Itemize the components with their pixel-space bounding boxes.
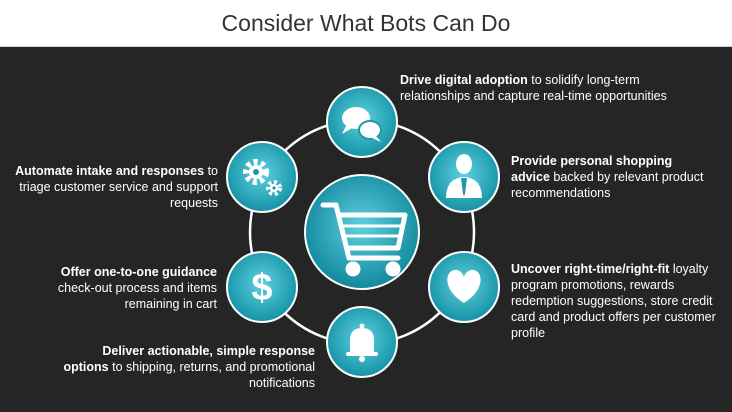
note-text: loyalty program promotions, rewards rede… xyxy=(511,262,716,340)
note-one-to-one: Offer one-to-one guidance check-out proc… xyxy=(30,264,217,312)
bell-icon xyxy=(346,323,378,362)
note-deliver-actionable: Deliver actionable, simple response opti… xyxy=(60,343,315,391)
page-title: Consider What Bots Can Do xyxy=(221,9,511,36)
node-bell xyxy=(326,306,398,378)
note-right-time: Uncover right-time/right-fit loyalty pro… xyxy=(511,261,723,341)
note-text: to shipping, returns, and promotional no… xyxy=(108,360,315,390)
node-chat xyxy=(326,86,398,158)
node-person xyxy=(428,141,500,213)
node-gears xyxy=(226,141,298,213)
note-bold: Uncover right-time/right-fit xyxy=(511,262,670,276)
heart-icon xyxy=(447,269,481,303)
note-text: to solidify long-term relationships and … xyxy=(400,73,667,103)
note-text: check-out process and items remaining in… xyxy=(57,281,217,311)
note-bold: Offer one-to-one guidance xyxy=(60,265,217,279)
note-bold: Provide personal shopping advice xyxy=(511,154,673,184)
title-bar: Consider What Bots Can Do xyxy=(0,0,732,47)
note-text: backed by relevant product recommendatio… xyxy=(511,170,704,200)
dollar-icon: $ xyxy=(251,267,272,309)
note-personal-shopping: Provide personal shopping advice backed … xyxy=(511,153,711,201)
center-node xyxy=(304,174,420,290)
chat-bubbles-icon xyxy=(342,107,382,142)
node-dollar: $ xyxy=(226,251,298,323)
gears-icon xyxy=(243,159,282,196)
note-drive-digital-adoption: Drive digital adoption to solidify long-… xyxy=(400,72,710,104)
person-advisor-icon xyxy=(446,154,482,198)
note-bold: Deliver actionable, simple response opti… xyxy=(63,344,315,374)
note-automate-intake: Automate intake and responses to triage … xyxy=(6,163,218,211)
node-heart xyxy=(428,251,500,323)
note-bold: Drive digital adoption xyxy=(400,73,528,87)
note-text: to triage customer service and support r… xyxy=(19,164,218,210)
shopping-cart-icon xyxy=(320,202,408,277)
note-bold: Automate intake and responses xyxy=(15,164,205,178)
